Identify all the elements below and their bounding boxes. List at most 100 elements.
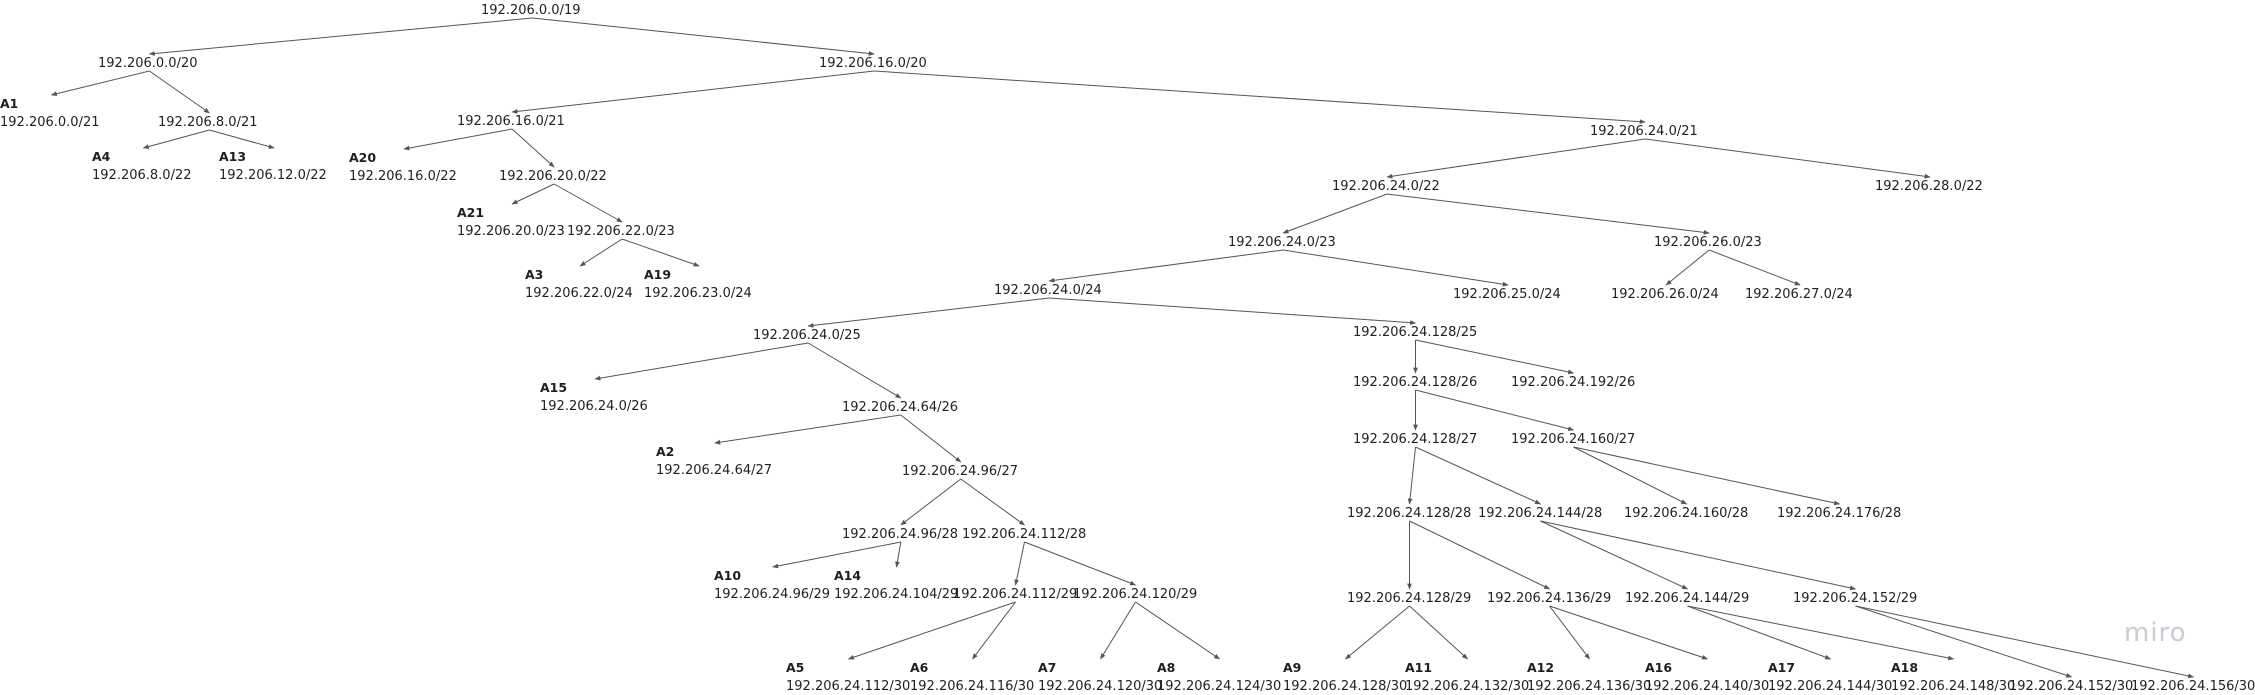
node-address: 192.206.24.144/28 (1478, 506, 1603, 521)
node-address: 192.206.23.0/24 (644, 286, 752, 301)
node-address: 192.206.0.0/21 (0, 115, 100, 130)
node-label: A4 (92, 149, 111, 164)
tree-edge (972, 601, 1016, 660)
tree-edge (142, 129, 210, 149)
node-label: A13 (219, 149, 247, 164)
node-label: A1 (0, 96, 19, 111)
node-label: A10 (714, 568, 742, 583)
tree-edge (1409, 520, 1551, 590)
node-label: A7 (1038, 660, 1057, 675)
tree-edge (1409, 605, 1468, 660)
node-label: A8 (1157, 660, 1176, 675)
tree-edge (1855, 605, 2195, 679)
node-label: A9 (1283, 660, 1302, 675)
node-label: A5 (786, 660, 805, 675)
node-address: 192.206.24.136/30 (1527, 679, 1652, 694)
node-label: A15 (540, 380, 568, 395)
tree-edge (1708, 249, 1801, 286)
node-address: 192.206.24.0/24 (994, 283, 1102, 298)
tree-edge (1415, 339, 1575, 375)
node-label: A3 (525, 267, 544, 282)
tree-edge (1645, 138, 1931, 179)
node-address: 192.206.24.96/27 (902, 464, 1019, 479)
tree-edge (1135, 601, 1220, 660)
node-address: 192.206.24.116/30 (910, 679, 1035, 694)
tree-edge (148, 17, 533, 56)
tree-edge (1386, 138, 1646, 179)
node-address: 192.206.24.0/25 (753, 328, 861, 343)
tree-edge (1687, 605, 1832, 660)
tree-edge (1687, 605, 1955, 661)
tree-edge (1540, 520, 1857, 591)
miro-logo: miro (2124, 618, 2187, 648)
node-label: A16 (1645, 660, 1673, 675)
tree-edge (511, 128, 555, 168)
node-address: 192.206.24.128/29 (1347, 591, 1472, 606)
node-address: 192.206.24.176/28 (1777, 506, 1902, 521)
node-label: A11 (1405, 660, 1433, 675)
node-address: 192.206.24.64/26 (842, 400, 959, 415)
tree-edge (1549, 605, 1709, 660)
tree-edge (1540, 520, 1689, 590)
node-address: 192.206.24.152/30 (2009, 679, 2134, 694)
node-address: 192.206.16.0/20 (819, 56, 927, 71)
tree-edge (511, 70, 875, 114)
tree-edge (621, 238, 700, 267)
tree-edge (1282, 193, 1388, 234)
node-address: 192.206.24.144/29 (1625, 591, 1750, 606)
node-address: 192.206.24.144/30 (1768, 679, 1893, 694)
tree-edge (900, 478, 962, 526)
node-address: 192.206.8.0/22 (92, 168, 192, 183)
tree-edge (149, 70, 210, 114)
tree-edge (807, 342, 902, 399)
tree-edge (209, 129, 275, 149)
node-address: 192.206.22.0/24 (525, 286, 633, 301)
tree-edge (1855, 605, 2073, 678)
tree-edge (511, 183, 555, 205)
node-address: 192.206.24.128/27 (1353, 432, 1478, 447)
tree-edge (714, 414, 901, 445)
tree-edge (1014, 541, 1025, 586)
tree-edge (1049, 297, 1417, 326)
node-label: A14 (834, 568, 862, 583)
node-address: 192.206.24.160/28 (1624, 506, 1749, 521)
tree-edge (1407, 446, 1416, 505)
node-label: A20 (349, 150, 377, 165)
node-address: 192.206.24.128/28 (1347, 506, 1472, 521)
tree-edge (1100, 601, 1136, 660)
tree-edge (1345, 605, 1410, 660)
tree-edge (1024, 541, 1137, 586)
node-label: A18 (1891, 660, 1919, 675)
tree-edge (874, 70, 1646, 125)
tree-edge (553, 183, 623, 223)
tree-edge (50, 70, 150, 97)
node-address: 192.206.24.148/30 (1891, 679, 2016, 694)
node-address: 192.206.20.0/22 (499, 169, 607, 184)
node-address: 192.206.24.120/29 (1073, 587, 1198, 602)
tree-edge (1048, 249, 1284, 283)
node-address: 192.206.20.0/23 (457, 224, 565, 239)
node-address: 192.206.24.112/30 (786, 679, 911, 694)
node-label: A19 (644, 267, 672, 282)
tree-edge (1283, 249, 1509, 287)
tree-edge (1573, 446, 1688, 505)
tree-edge (772, 541, 901, 569)
node-label: A21 (457, 205, 485, 220)
node-label: A2 (656, 444, 675, 459)
tree-edge (403, 128, 513, 151)
node-address: 192.206.24.120/30 (1038, 679, 1163, 694)
node-address: 192.206.24.64/27 (656, 463, 773, 478)
node-address: 192.206.12.0/22 (219, 168, 327, 183)
tree-edge (1549, 605, 1590, 660)
tree-edge (579, 238, 623, 267)
node-address: 192.206.25.0/24 (1453, 287, 1561, 302)
tree-edge (594, 342, 809, 381)
tree-edge (1415, 446, 1542, 505)
node-address: 192.206.0.0/20 (98, 56, 198, 71)
node-address: 192.206.0.0/19 (481, 3, 581, 18)
tree-edge (900, 414, 962, 463)
node-address: 192.206.26.0/23 (1654, 235, 1762, 250)
node-address: 192.206.27.0/24 (1745, 287, 1853, 302)
node-address: 192.206.24.140/30 (1645, 679, 1770, 694)
